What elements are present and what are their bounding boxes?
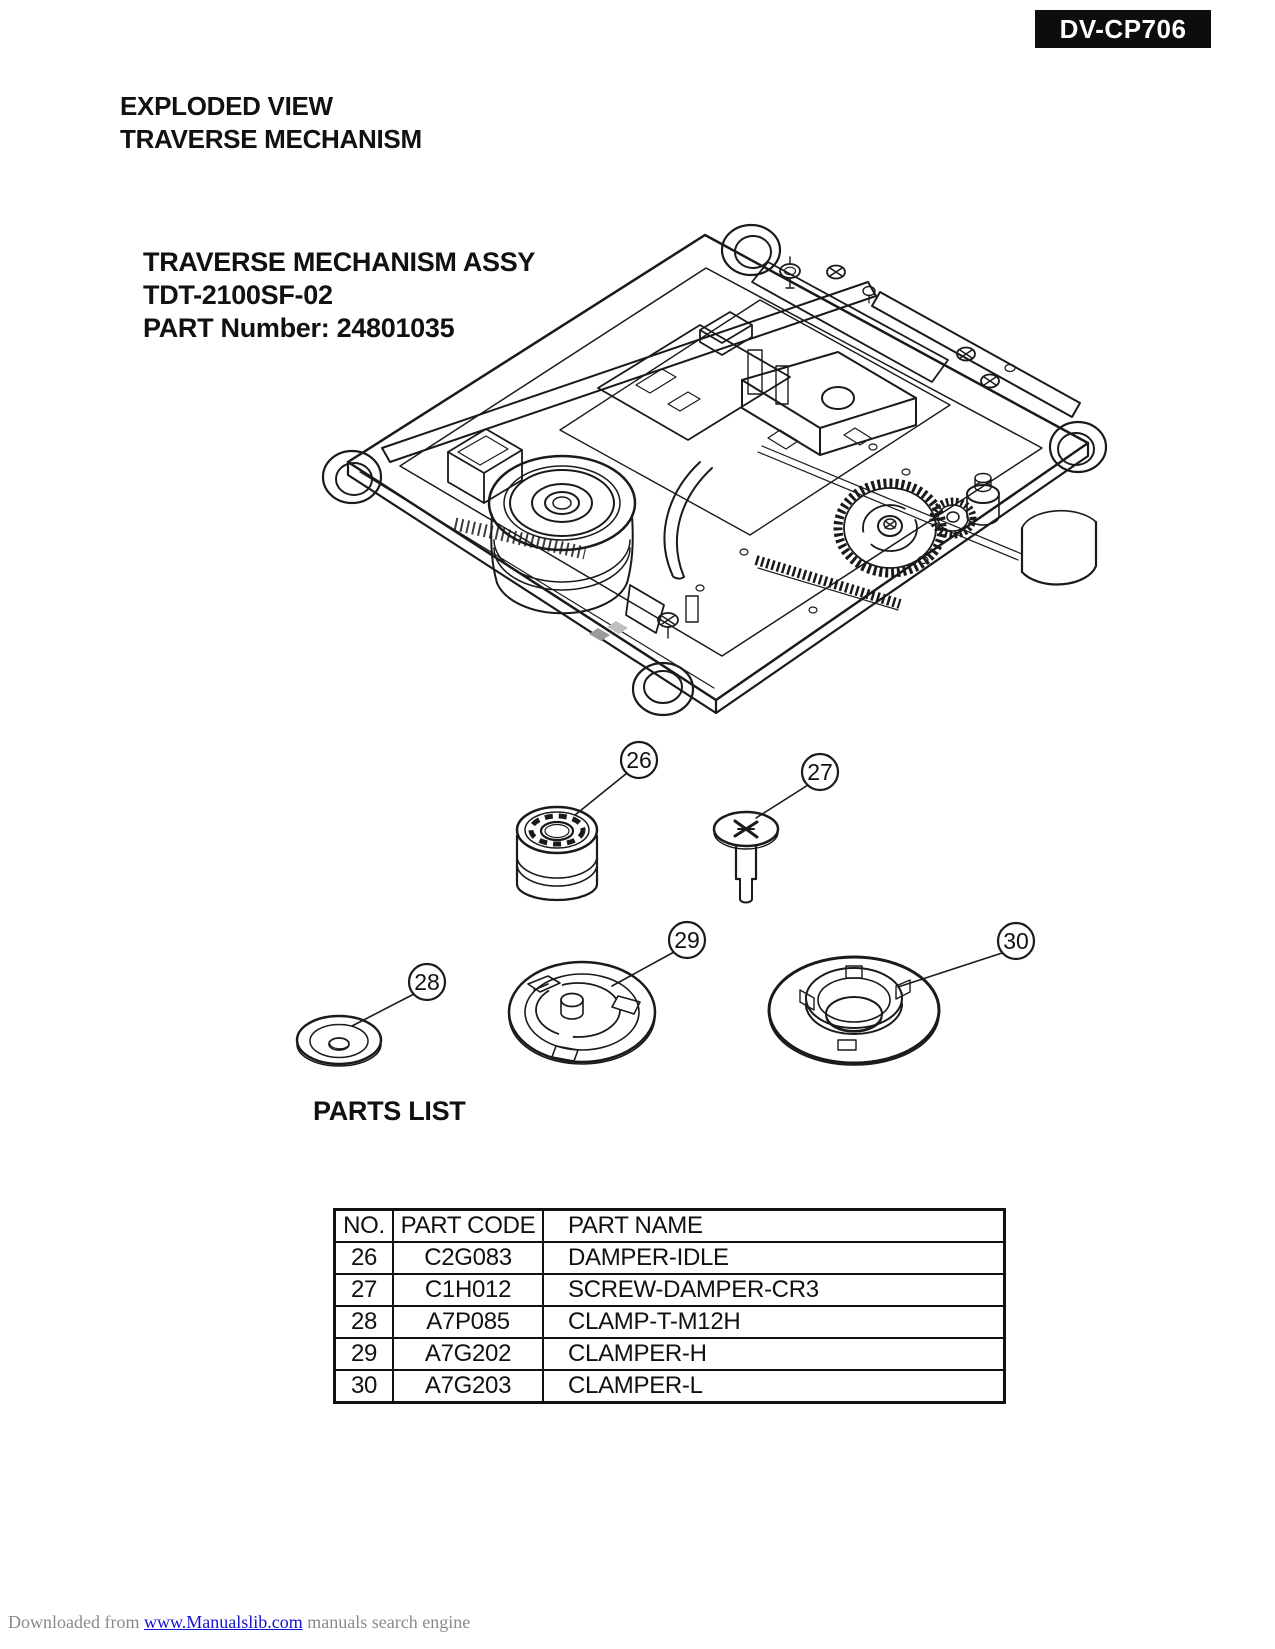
corner-tab-top: [720, 223, 782, 277]
callout-29-label: 29: [674, 927, 700, 953]
parts-list-heading: PARTS LIST: [313, 1096, 466, 1126]
footer-suffix: manuals search engine: [302, 1612, 471, 1632]
callout-28-label: 28: [414, 969, 440, 995]
callout-26-label: 26: [626, 747, 652, 773]
callout-28: 28: [351, 962, 447, 1027]
part-29-clamper-h: [507, 960, 657, 1065]
callout-30-label: 30: [1003, 928, 1029, 954]
column-header-part-name: PART NAME: [542, 1208, 1006, 1243]
part-no: 29: [333, 1337, 394, 1371]
part-name: SCREW-DAMPER-CR3: [542, 1273, 1006, 1307]
motor-pulley: [966, 472, 1000, 526]
part-28-clamp-washer: [295, 1014, 383, 1067]
part-no: 28: [333, 1305, 394, 1339]
callout-27-label: 27: [807, 759, 833, 785]
part-30-clamper-l: [767, 955, 941, 1066]
gear-cluster: [754, 472, 1098, 611]
part-27-screw-damper: [712, 810, 780, 904]
rail-top-right: [871, 291, 1081, 418]
assembly-label: TRAVERSE MECHANISM ASSY TDT-2100SF-02 PA…: [143, 246, 535, 345]
part-26-damper-idle: [515, 805, 599, 902]
part-name: CLAMP-T-M12H: [542, 1305, 1006, 1339]
corner-tab-bottom: [631, 661, 695, 717]
callout-30: 30: [897, 921, 1036, 988]
part-name: DAMPER-IDLE: [542, 1241, 1006, 1275]
page-title: EXPLODED VIEW TRAVERSE MECHANISM: [120, 90, 422, 156]
part-name: CLAMPER-L: [542, 1369, 1006, 1404]
table-row: 29 A7G202 CLAMPER-H: [333, 1337, 1006, 1371]
part-no: 27: [333, 1273, 394, 1307]
spindle-assembly: [487, 454, 637, 615]
callout-26: 26: [574, 740, 659, 816]
corner-tab-left: [321, 449, 383, 505]
model-badge: DV-CP706: [1035, 10, 1211, 48]
exploded-view-diagram: 26 27 28 29 30: [295, 223, 1108, 1067]
table-row: 26 C2G083 DAMPER-IDLE: [333, 1241, 1006, 1275]
idler-gear: [929, 497, 977, 539]
part-code: A7G202: [392, 1337, 544, 1371]
assembly-label-line2: TDT-2100SF-02: [143, 280, 333, 310]
column-header-part-code: PART CODE: [392, 1208, 544, 1243]
main-gear: [833, 478, 947, 578]
part-no: 30: [333, 1369, 394, 1404]
footer-prefix: Downloaded from: [8, 1612, 144, 1632]
callout-27: 27: [755, 752, 840, 819]
page-title-line2: TRAVERSE MECHANISM: [120, 124, 422, 154]
part-code: A7P085: [392, 1305, 544, 1339]
flex-ribbon: [453, 517, 587, 560]
table-row: 28 A7P085 CLAMP-T-M12H: [333, 1305, 1006, 1339]
table-row: 27 C1H012 SCREW-DAMPER-CR3: [333, 1273, 1006, 1307]
rail-top-left: [381, 281, 877, 463]
part-no: 26: [333, 1241, 394, 1275]
chassis-plate: [321, 223, 1108, 717]
bottom-bracket: [589, 584, 699, 641]
part-code: C2G083: [392, 1241, 544, 1275]
assembly-label-line1: TRAVERSE MECHANISM ASSY: [143, 247, 536, 277]
manualslib-link[interactable]: www.Manualslib.com: [143, 1612, 303, 1632]
part-code: C1H012: [392, 1273, 544, 1307]
part-name: CLAMPER-H: [542, 1337, 1006, 1371]
callout-29: 29: [611, 920, 707, 987]
pickup-assembly: [597, 311, 917, 580]
page-title-line1: EXPLODED VIEW: [120, 91, 333, 121]
top-bracket: [751, 261, 949, 383]
sled-motor: [447, 428, 523, 504]
parts-list-table: NO. PART CODE PART NAME 26 C2G083 DAMPER…: [333, 1208, 1006, 1404]
corner-tab-right: [1048, 420, 1108, 474]
footer: Downloaded from www.Manualslib.com manua…: [8, 1612, 470, 1633]
table-row: 30 A7G203 CLAMPER-L: [333, 1369, 1006, 1404]
flex-cable: [663, 461, 701, 575]
assembly-label-line3: PART Number: 24801035: [143, 313, 455, 343]
table-header-row: NO. PART CODE PART NAME: [333, 1208, 1006, 1243]
pickup-lens: [821, 386, 855, 410]
part-code: A7G203: [392, 1369, 544, 1404]
column-header-no: NO.: [333, 1208, 394, 1243]
loading-cylinder: [1020, 509, 1098, 586]
chassis-screws: [695, 256, 1016, 614]
